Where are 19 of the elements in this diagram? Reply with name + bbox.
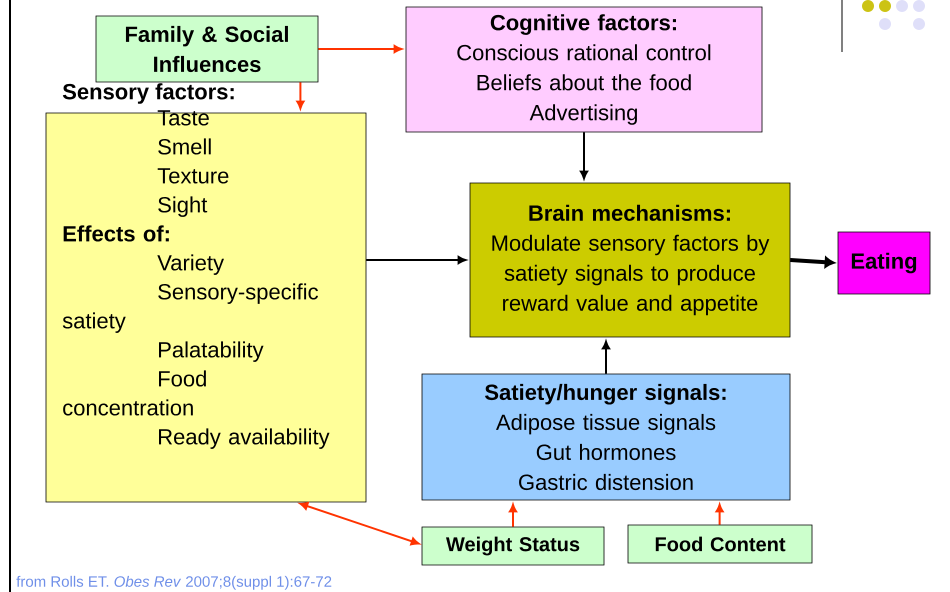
arrow (508, 504, 518, 527)
arrow (602, 340, 610, 374)
factor-box: Cognitive factors: Conscious rational control Beliefs about the food Advertising (406, 6, 762, 132)
arrow (716, 504, 724, 525)
arrow (580, 132, 588, 180)
node-label: Sensory factors: (62, 83, 234, 104)
outcome-box: Eating (838, 232, 930, 294)
mechanism-box: Brain mechanisms: Modulate sensory factors by satiety signals to produce reward value and appetite (470, 182, 790, 338)
arrow (296, 82, 304, 110)
arrow (318, 44, 402, 54)
input-box: Weight Status (422, 526, 604, 566)
arrow (300, 502, 420, 546)
arrow (790, 256, 834, 268)
influence-box: Family & Social Influences (96, 16, 318, 82)
arrow (366, 256, 466, 264)
input-box: Food Content (628, 524, 812, 564)
signal-box: Satiety/hunger signals: Adipose tissue signals Gut hormones Gastric distension (422, 374, 790, 500)
factor-box: Sensory factors: Taste Smell Texture Sight Effects of: Variety Sensory-specific satiety Palatability Food concentration Ready availability (46, 83, 366, 502)
citation: from Rolls ET. Obes Rev 2007;8(suppl 1):67-72 (16, 576, 332, 590)
